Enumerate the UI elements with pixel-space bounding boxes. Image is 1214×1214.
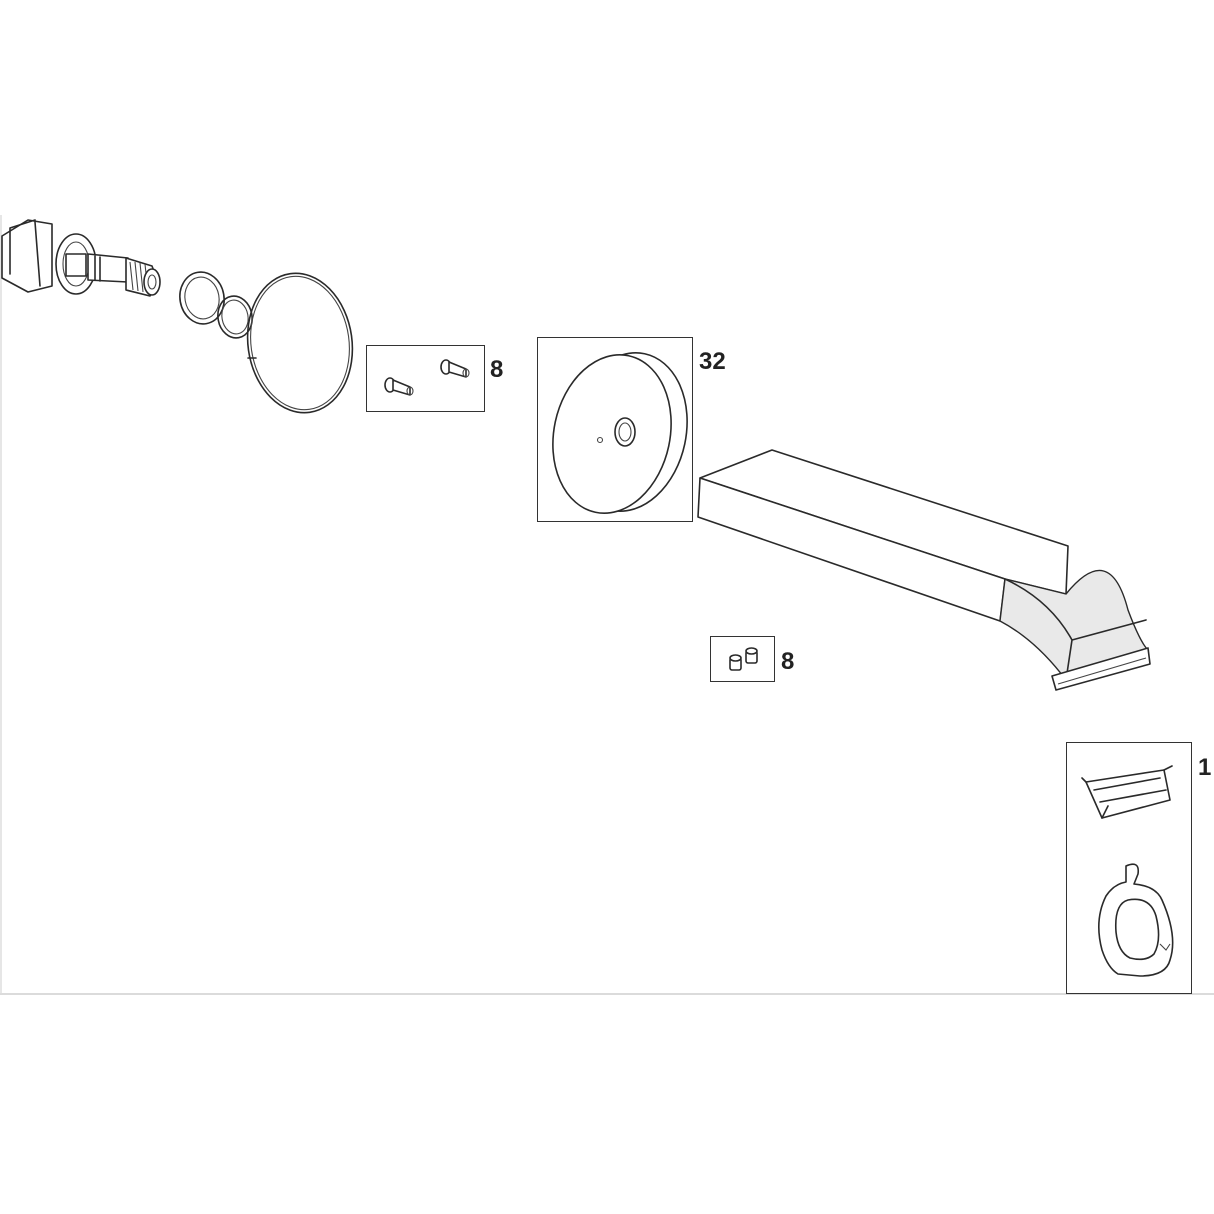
gasket-ring bbox=[246, 272, 354, 414]
valve-cartridge bbox=[1, 219, 161, 297]
escutcheon-plate bbox=[552, 352, 688, 514]
cap-2 bbox=[745, 647, 758, 664]
caps-box bbox=[710, 636, 775, 682]
aerator-key-tool bbox=[1098, 863, 1174, 977]
escutcheon-qty-label: 32 bbox=[699, 348, 726, 375]
screws-box bbox=[366, 345, 485, 412]
screws-qty-label: 8 bbox=[490, 356, 504, 383]
o-ring-large bbox=[179, 271, 225, 325]
tub-spout bbox=[697, 449, 1151, 691]
aerator-kit-qty-label: 1 bbox=[1198, 754, 1212, 781]
cap-1 bbox=[729, 654, 742, 671]
aerator-insert bbox=[1081, 765, 1173, 819]
screw-2 bbox=[440, 359, 470, 378]
aerator-kit-box bbox=[1066, 742, 1192, 994]
o-ring-small bbox=[217, 295, 253, 339]
escutcheon-box bbox=[537, 337, 693, 522]
caps-qty-label: 8 bbox=[781, 648, 795, 675]
screw-1 bbox=[384, 377, 414, 396]
